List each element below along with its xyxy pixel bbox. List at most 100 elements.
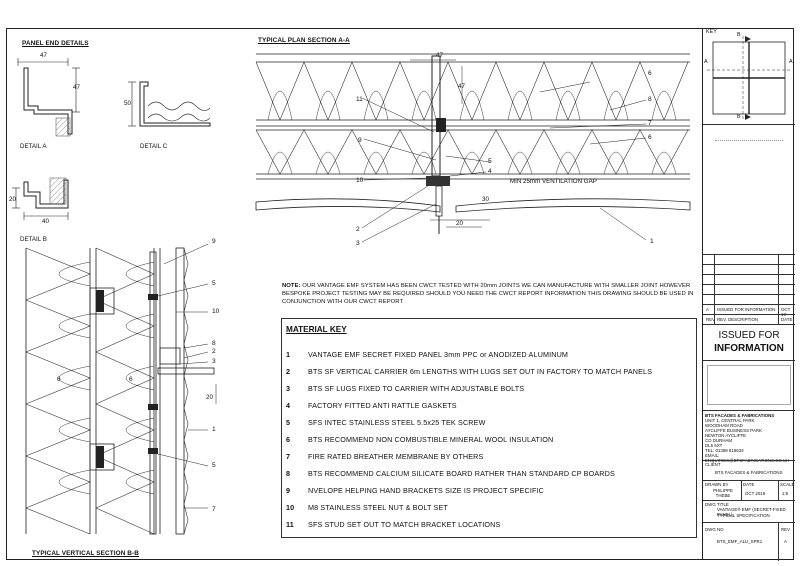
dwg-title-line-1: VANTAGE® EMF (SECRET-FIXED PANEL): [717, 507, 786, 518]
revision-header: REV REV. DESCRIPTION DATE: [703, 314, 795, 324]
rev-label: REV: [781, 527, 791, 532]
detail-b-dim-height: 20: [9, 196, 16, 203]
vertical-callout-1: 1: [212, 426, 216, 433]
panel-end-details-title: PANEL END DETAILS: [22, 40, 89, 47]
detail-b-profile: [12, 177, 69, 220]
company-name: BTS FACADES & FABRICATIONS: [705, 413, 775, 418]
detail-b-dim-width: 40: [42, 218, 49, 225]
item-text: SFS STUD SET OUT TO MATCH BRACKET LOCATI…: [308, 520, 501, 529]
plan-callout-5: 5: [488, 158, 492, 165]
dwg-no-label: DWG NO: [705, 527, 724, 532]
rev-code: A: [706, 307, 709, 312]
plan-callout-11: 11: [356, 96, 363, 103]
rev-header-rev: REV: [706, 317, 716, 322]
key-plan-diagram: [707, 36, 791, 120]
material-key-title: MATERIAL KEY: [286, 325, 347, 334]
item-number: 8: [286, 469, 291, 478]
company-address-line: CO DURHAM: [705, 438, 733, 443]
item-number: 5: [286, 418, 291, 427]
detail-a-profile: [17, 58, 80, 137]
company-info: BTS FACADES & FABRICATIONS UNIT 1, CENTR…: [703, 410, 795, 463]
item-text: BTS RECOMMEND CALCIUM SILICATE BOARD RAT…: [308, 469, 615, 478]
dwg-title-label: DWG TITLE: [705, 502, 729, 507]
blank-panel: [703, 124, 795, 160]
detail-c-profile: [128, 81, 211, 127]
vertical-callout-2: 2: [212, 348, 216, 355]
date-value: OCT 2019: [745, 491, 766, 496]
rev-value: A: [784, 539, 787, 544]
plan-callout-7: 7: [648, 120, 652, 127]
note-label: NOTE:: [282, 283, 301, 289]
item-number: 3: [286, 384, 291, 393]
client-name: BTS FACADES & FABRICATIONS: [715, 470, 783, 475]
rev-description: ISSUED FOR INFORMATION: [717, 307, 776, 312]
material-key-item: 3 BTS SF LUGS FIXED TO CARRIER WITH ADJUS…: [286, 384, 524, 393]
item-text: BTS SF LUGS FIXED TO CARRIER WITH ADJUST…: [308, 384, 525, 393]
revision-row: A ISSUED FOR INFORMATION OCT 19: [703, 304, 795, 317]
cwct-note: NOTE: OUR VANTAGE EMF SYSTEM HAS BEEN CW…: [282, 282, 696, 307]
plan-dim-30: 30: [482, 196, 489, 203]
vertical-section-drawing: [25, 244, 217, 535]
company-address-line: UNIT 1, CENTRAL PARK: [705, 418, 755, 423]
company-address-line: DL5 6XT: [705, 443, 723, 448]
vertical-callout-3: 3: [212, 358, 216, 365]
plan-callout-10: 10: [356, 177, 364, 184]
item-number: 4: [286, 401, 291, 410]
material-key-item: 2 BTS SF VERTICAL CARRIER 6m LENGTHS WITH…: [286, 367, 652, 376]
vertical-callout-8: 8: [212, 340, 216, 347]
issued-for-text: ISSUED FOR: [718, 330, 780, 341]
plan-section-title: TYPICAL PLAN SECTION A-A: [258, 37, 350, 44]
client-cell: CLIENT BTS FACADES & FABRICATIONS: [703, 460, 795, 480]
client-label: CLIENT: [705, 462, 721, 467]
plan-dim-width: 47: [436, 52, 443, 59]
plan-callout-4: 4: [488, 168, 492, 175]
drawn-by-label: DRAWN BY: [705, 482, 729, 487]
vertical-dim-20: 20: [206, 394, 213, 401]
note-text: OUR VANTAGE EMF SYSTEM HAS BEEN CWCT TES…: [282, 283, 694, 306]
vertical-callout-5-bottom: 5: [212, 462, 216, 469]
key-b-top: B: [737, 32, 741, 38]
plan-callout-3: 3: [356, 240, 360, 247]
vertical-callout-5-top: 5: [212, 280, 216, 287]
issue-status: ISSUED FOR INFORMATION: [703, 324, 795, 360]
detail-a-dim-height: 47: [73, 84, 80, 91]
information-text: INFORMATION: [714, 343, 784, 354]
item-number: 11: [286, 520, 294, 529]
scale-label: SCALE: [780, 482, 795, 487]
dwg-no-value: BTS_EMF_ALU_SPR1: [717, 539, 763, 544]
key-a-right: A: [789, 59, 793, 65]
plan-dim-20: 20: [456, 220, 463, 227]
plan-dim-height: 47: [458, 83, 465, 90]
plan-callout-9: 9: [358, 137, 362, 144]
detail-a-dim-width: 47: [40, 52, 47, 59]
scale-value: 1:5: [782, 491, 789, 496]
drawing-number-row: DWG NO BTS_EMF_ALU_SPR1 REV A: [703, 522, 795, 561]
date-label: DATE: [743, 482, 755, 487]
item-number: 9: [286, 486, 291, 495]
company-address-line: WOODHAM ROAD: [705, 423, 743, 428]
plan-section-drawing: [255, 53, 691, 243]
company-address-line: AYCLIFFE BUSINESS PARK: [705, 428, 762, 433]
vertical-label-6-left: 6: [57, 376, 61, 383]
key-a-left: A: [704, 59, 708, 65]
vertical-callout-10: 10: [212, 308, 220, 315]
material-key-item: 11 SFS STUD SET OUT TO MATCH BRACKET LOCA…: [286, 520, 500, 529]
item-text: BTS SF VERTICAL CARRIER 6m LENGTHS WITH …: [308, 367, 653, 376]
drawn-by-value: PHILIPPE THEBE: [713, 488, 733, 499]
item-text: FACTORY FITTED ANTI RATTLE GASKETS: [308, 401, 457, 410]
item-text: FIRE RATED BREATHER MEMBRANE BY OTHERS: [308, 452, 484, 461]
plan-callout-6-top: 6: [648, 70, 652, 77]
detail-b-label: DETAIL B: [20, 236, 47, 243]
image-placeholder: [703, 360, 795, 410]
item-text: M8 STAINLESS STEEL NUT & BOLT SET: [308, 503, 448, 512]
key-b-bottom: B: [737, 114, 741, 120]
company-tel: TEL: 01388 818633: [705, 448, 744, 453]
detail-a-label: DETAIL A: [20, 143, 47, 150]
dwg-title-line-2: TYPICAL SPECIFICATION: [717, 513, 770, 518]
item-number: 1: [286, 350, 291, 359]
item-number: 2: [286, 367, 291, 376]
